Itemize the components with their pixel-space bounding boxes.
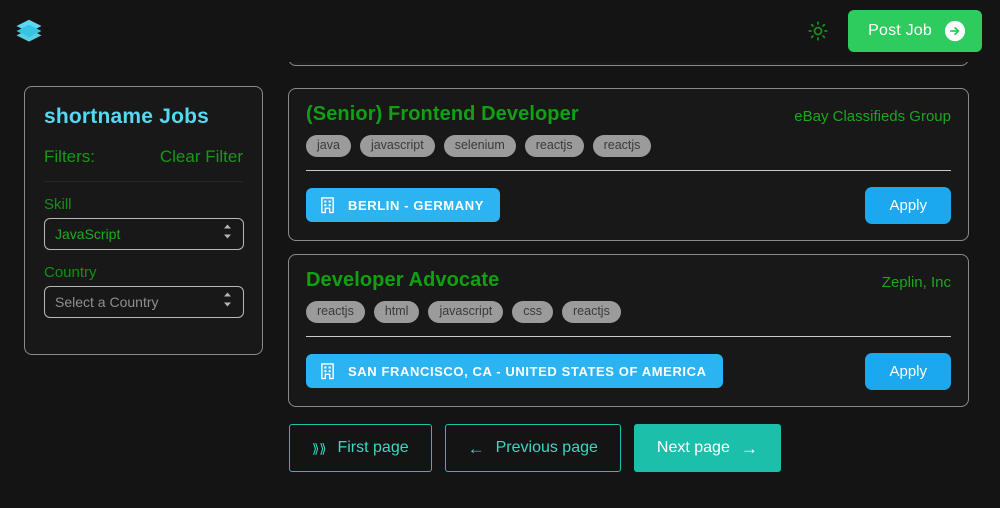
building-icon bbox=[321, 363, 334, 380]
job-tag[interactable]: java bbox=[306, 135, 351, 157]
job-tag[interactable]: html bbox=[373, 301, 420, 323]
card-divider bbox=[306, 335, 951, 337]
job-tag[interactable]: css bbox=[512, 301, 553, 323]
country-filter-group: Country Select a Country bbox=[44, 264, 244, 318]
skill-filter-group: Skill JavaScript bbox=[44, 196, 244, 250]
job-card[interactable]: Developer Advocate Zeplin, Inc reactjs h… bbox=[288, 254, 969, 407]
arrow-left-icon: ← bbox=[467, 438, 485, 458]
job-card[interactable]: (Senior) Frontend Developer eBay Classif… bbox=[288, 88, 969, 241]
job-tag[interactable]: javascript bbox=[428, 301, 504, 323]
apply-button[interactable]: Apply bbox=[865, 186, 951, 224]
job-card-header: Developer Advocate Zeplin, Inc bbox=[306, 269, 951, 292]
building-icon bbox=[321, 197, 334, 214]
job-list: (Senior) Frontend Developer eBay Classif… bbox=[288, 0, 969, 508]
job-tags: java javascript selenium reactjs reactjs bbox=[306, 135, 951, 157]
job-location-badge[interactable]: SAN FRANCISCO, CA - UNITED STATES OF AME… bbox=[306, 354, 723, 388]
country-select[interactable]: Select a Country bbox=[44, 286, 244, 318]
skill-select[interactable]: JavaScript bbox=[44, 218, 244, 250]
job-tag[interactable]: reactjs bbox=[562, 301, 621, 323]
filters-label: Filters: bbox=[44, 147, 95, 166]
job-title[interactable]: Developer Advocate bbox=[306, 269, 500, 291]
card-divider bbox=[306, 169, 951, 171]
job-card-footer: SAN FRANCISCO, CA - UNITED STATES OF AME… bbox=[306, 352, 951, 390]
next-page-button[interactable]: Next page → bbox=[633, 424, 781, 472]
country-select-value: Select a Country bbox=[55, 294, 159, 310]
job-location-badge[interactable]: BERLIN - GERMANY bbox=[306, 188, 500, 222]
apply-button[interactable]: Apply bbox=[865, 352, 951, 390]
job-card-header: (Senior) Frontend Developer eBay Classif… bbox=[306, 103, 951, 126]
job-tag[interactable]: javascript bbox=[359, 135, 435, 157]
job-location-text: SAN FRANCISCO, CA - UNITED STATES OF AME… bbox=[348, 363, 707, 379]
theme-toggle-button[interactable] bbox=[804, 17, 832, 45]
skill-select-value: JavaScript bbox=[55, 226, 121, 242]
first-page-label: First page bbox=[337, 439, 409, 456]
job-location-text: BERLIN - GERMANY bbox=[348, 197, 484, 213]
country-filter-label: Country bbox=[44, 264, 97, 281]
skill-filter-label: Skill bbox=[44, 196, 72, 213]
app-header: Post Job bbox=[0, 0, 1000, 62]
post-job-button[interactable]: Post Job bbox=[848, 10, 982, 52]
chevron-up-down-icon bbox=[222, 291, 233, 314]
pagination: ⟪⟪ First page ← Previous page Next page … bbox=[289, 424, 781, 472]
job-tag[interactable]: selenium bbox=[443, 135, 516, 157]
job-company: eBay Classifieds Group bbox=[794, 108, 951, 125]
layers-stack-icon bbox=[16, 19, 42, 42]
first-page-button[interactable]: ⟪⟪ First page bbox=[289, 424, 432, 472]
double-chevron-left-icon: ⟪⟪ bbox=[312, 440, 327, 456]
arrow-right-icon: → bbox=[740, 438, 758, 458]
job-company: Zeplin, Inc bbox=[881, 274, 951, 291]
job-tags: reactjs html javascript css reactjs bbox=[306, 301, 951, 323]
job-tag[interactable]: reactjs bbox=[524, 135, 584, 157]
header-actions: Post Job bbox=[804, 10, 982, 52]
job-tag[interactable]: reactjs bbox=[306, 301, 365, 323]
previous-page-label: Previous page bbox=[495, 439, 598, 456]
logo[interactable] bbox=[14, 17, 44, 45]
filters-sidebar: shortname Jobs Filters: Clear Filter Ski… bbox=[24, 86, 263, 355]
job-tag[interactable]: reactjs bbox=[592, 135, 652, 157]
sidebar-title: shortname Jobs bbox=[44, 105, 210, 128]
job-card-footer: BERLIN - GERMANY Apply bbox=[306, 186, 951, 224]
filters-header: Filters: Clear Filter bbox=[44, 147, 243, 182]
next-page-label: Next page bbox=[656, 439, 730, 456]
chevron-up-down-icon bbox=[222, 223, 233, 246]
arrow-right-circle-icon bbox=[944, 20, 966, 42]
clear-filter-button[interactable]: Clear Filter bbox=[159, 147, 243, 166]
post-job-label: Post Job bbox=[868, 22, 932, 39]
previous-page-button[interactable]: ← Previous page bbox=[444, 424, 621, 472]
sun-icon bbox=[808, 21, 828, 41]
job-title[interactable]: (Senior) Frontend Developer bbox=[306, 103, 579, 125]
